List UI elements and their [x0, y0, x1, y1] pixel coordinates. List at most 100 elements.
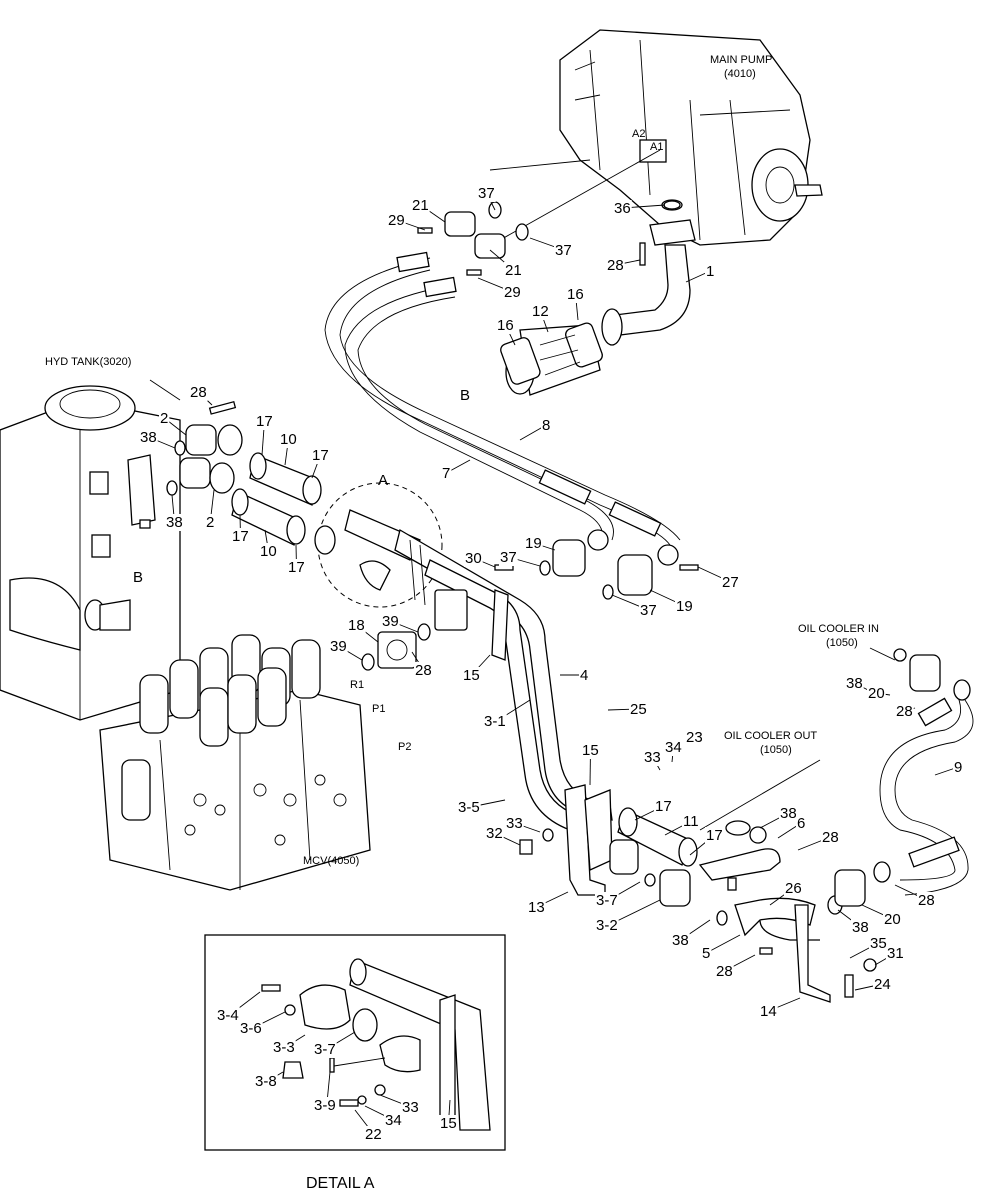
part-number-bg-p28g	[917, 892, 936, 909]
part-number-bg-p39b	[381, 613, 400, 630]
part-number-p17a: 17	[256, 413, 273, 430]
part-number-bg-p17d	[287, 559, 306, 576]
suction-elbow-1	[601, 199, 696, 346]
part-number-p16b: 16	[567, 286, 584, 303]
part-number-bg-p17b	[311, 447, 330, 464]
part-number-bg-p13	[527, 899, 546, 916]
part-number-p15a: 15	[463, 667, 480, 684]
part-number-p13: 13	[528, 899, 545, 916]
part-number-bg-p16a	[496, 317, 515, 334]
part-number-bg-p1	[705, 263, 716, 280]
part-number-p32: 32	[486, 825, 503, 842]
part-number-bg-p38e	[671, 932, 690, 949]
part-number-bg-p27	[721, 574, 740, 591]
part-number-p6: 6	[797, 815, 805, 832]
part-number-bg-p37d	[639, 602, 658, 619]
part-number-bg-p29b	[503, 284, 522, 301]
part-number-p38b: 38	[166, 514, 183, 531]
hyd-tank-leader	[149, 379, 181, 401]
part-number-bg-p26	[784, 880, 803, 897]
oil-cooler-in-label: OIL COOLER IN	[798, 623, 879, 635]
part-number-p11: 11	[683, 813, 699, 830]
part-number-p38d: 38	[846, 675, 863, 692]
mcv-label: MCV(4050)	[303, 855, 359, 867]
part-number-bg-p28d	[821, 829, 840, 846]
part-number-p38c: 38	[780, 805, 797, 822]
part-number-p2a: 2	[160, 410, 168, 427]
oil-cooler-leaders	[699, 647, 896, 831]
part-number-p21a: 21	[412, 197, 429, 214]
part-number-p28f: 28	[716, 963, 733, 980]
part-number-p19b: 19	[676, 598, 693, 615]
part-number-bg-p28c	[414, 662, 433, 679]
part-number-p28c: 28	[415, 662, 432, 679]
part-number-bg-p3_1	[483, 713, 507, 730]
part-number-bg-p15a	[462, 667, 481, 684]
part-number-p39a: 39	[330, 638, 347, 655]
part-number-bg-p33b	[505, 815, 524, 832]
part-number-bg-p38a	[139, 429, 158, 446]
part-number-p3_1: 3-1	[484, 713, 506, 730]
part-number-bg-d3_4	[216, 1007, 240, 1024]
part-number-bg-p3_5	[457, 799, 481, 816]
part-number-p28e: 28	[896, 703, 913, 720]
part-number-p26: 26	[785, 880, 802, 897]
part-number-p37b: 37	[555, 242, 572, 259]
part-number-bg-d3_7	[313, 1041, 337, 1058]
part-number-bg-p32	[485, 825, 504, 842]
part-number-p28b: 28	[190, 384, 207, 401]
part-number-bg-p2b	[205, 514, 216, 531]
part-number-p33b: 33	[506, 815, 523, 832]
part-number-bg-p23	[685, 729, 704, 746]
part-number-bg-p38d	[845, 675, 864, 692]
part-number-bg-p20b	[883, 911, 902, 928]
part-number-bg-p30	[464, 550, 483, 567]
part-number-p39b: 39	[382, 613, 399, 630]
part-number-bg-d15	[439, 1115, 458, 1132]
lower-fittings	[609, 839, 877, 1003]
part-number-bg-d33	[401, 1099, 420, 1116]
part-number-p8: 8	[542, 417, 550, 434]
part-number-d33: 33	[402, 1099, 419, 1116]
part-number-bg-p17a	[255, 413, 274, 430]
part-number-bg-p36	[613, 200, 632, 217]
part-number-d3_6: 3-6	[240, 1020, 262, 1037]
part-number-p10a: 10	[280, 431, 297, 448]
ref-b-tank: B	[133, 569, 143, 586]
hose-7-8	[324, 149, 681, 546]
part-number-p3_5: 3-5	[458, 799, 480, 816]
part-number-p37d: 37	[640, 602, 657, 619]
oil-cooler-in-code: (1050)	[826, 637, 858, 649]
part-number-bg-p17c	[231, 528, 250, 545]
part-number-d3_7: 3-7	[314, 1041, 336, 1058]
part-number-bg-p15b	[581, 742, 600, 759]
oil-cooler-out-code: (1050)	[760, 744, 792, 756]
part-number-bg-d3_3	[272, 1039, 296, 1056]
part-number-p17b: 17	[312, 447, 329, 464]
hoses-10	[231, 452, 322, 546]
part-number-p20b: 20	[884, 911, 901, 928]
part-number-p33a: 33	[644, 749, 661, 766]
part-number-bg-p19a	[524, 535, 543, 552]
part-number-bg-p3_2	[595, 917, 619, 934]
part-number-d15: 15	[440, 1115, 457, 1132]
flanges-19	[494, 529, 699, 600]
part-number-bg-d22	[364, 1126, 383, 1143]
part-number-bg-p29a	[387, 212, 406, 229]
tank-port-adaptors	[127, 400, 243, 529]
part-number-p3_7: 3-7	[596, 892, 618, 909]
part-number-p17f: 17	[706, 827, 723, 844]
part-number-bg-p38f	[851, 919, 870, 936]
part-number-p30: 30	[465, 550, 482, 567]
ref-b-top: B	[460, 387, 470, 404]
part-number-bg-p38b	[165, 514, 184, 531]
part-number-p18: 18	[348, 617, 365, 634]
port-a2-label: A2	[632, 128, 645, 140]
part-number-bg-p21b	[504, 262, 523, 279]
part-number-bg-p4	[579, 667, 590, 684]
detail-a-caption: DETAIL A	[306, 1175, 375, 1192]
part-number-p37a: 37	[478, 185, 495, 202]
part-number-bg-d3_8	[254, 1073, 278, 1090]
part-number-p38e: 38	[672, 932, 689, 949]
